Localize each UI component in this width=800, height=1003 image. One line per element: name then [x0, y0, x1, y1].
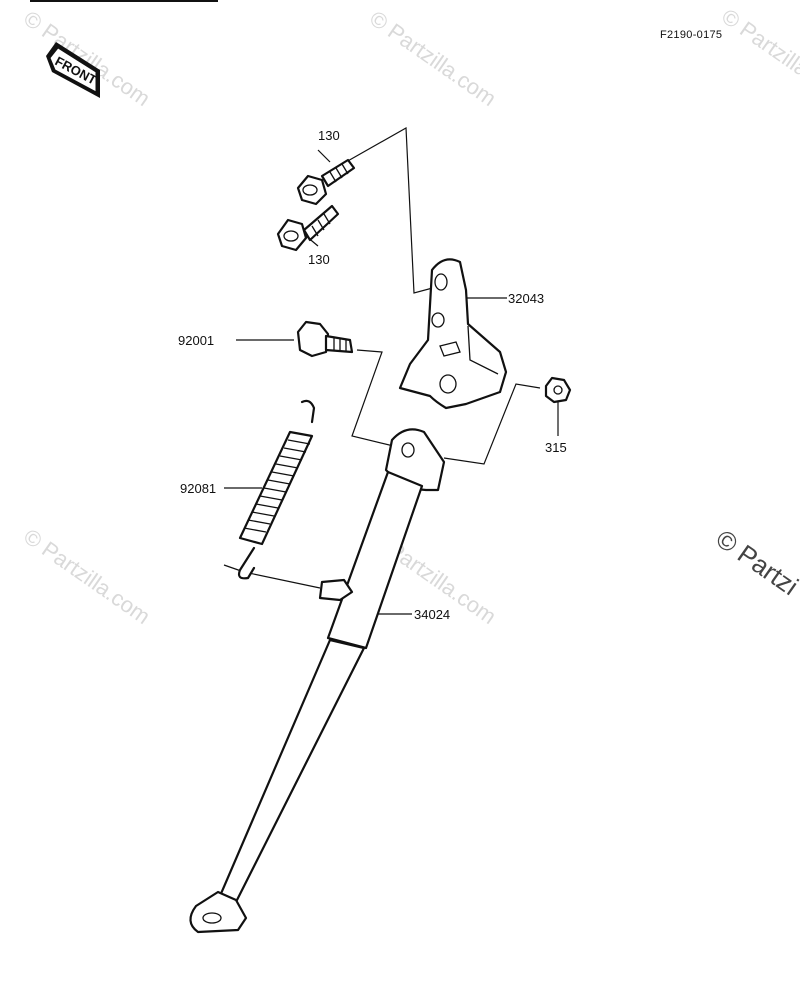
bolt-130-upper	[296, 158, 356, 206]
bolt-130-lower	[276, 204, 340, 252]
part-label: 315	[545, 440, 567, 455]
part-label: 34024	[414, 607, 450, 622]
bracket-32043	[398, 258, 508, 410]
watermark-text-dark: © Partzi	[711, 523, 800, 601]
watermark-text: © Partzilla.com	[19, 524, 155, 630]
diagram-code: F2190-0175	[660, 29, 722, 41]
part-label: 92081	[180, 481, 216, 496]
pivot-bolt-92001	[296, 320, 354, 358]
side-stand-34024	[189, 428, 446, 934]
part-labels: 130 130 32043 92001 315 92081 34024	[178, 128, 567, 622]
watermark-group: © Partzilla.com © Partzilla.com © Partzi…	[19, 4, 800, 630]
part-label: 92001	[178, 333, 214, 348]
spring-92081	[237, 399, 316, 580]
front-arrow-icon: FRONT	[46, 42, 100, 98]
watermark-text: © Partzilla.com	[365, 6, 501, 112]
watermark-text: © Partzilla.com	[19, 6, 155, 112]
nut-315	[544, 376, 572, 404]
part-label: 32043	[508, 291, 544, 306]
watermark-text: © Partzilla.com	[717, 4, 800, 110]
part-label: 130	[318, 128, 340, 143]
part-label: 130	[308, 252, 330, 267]
